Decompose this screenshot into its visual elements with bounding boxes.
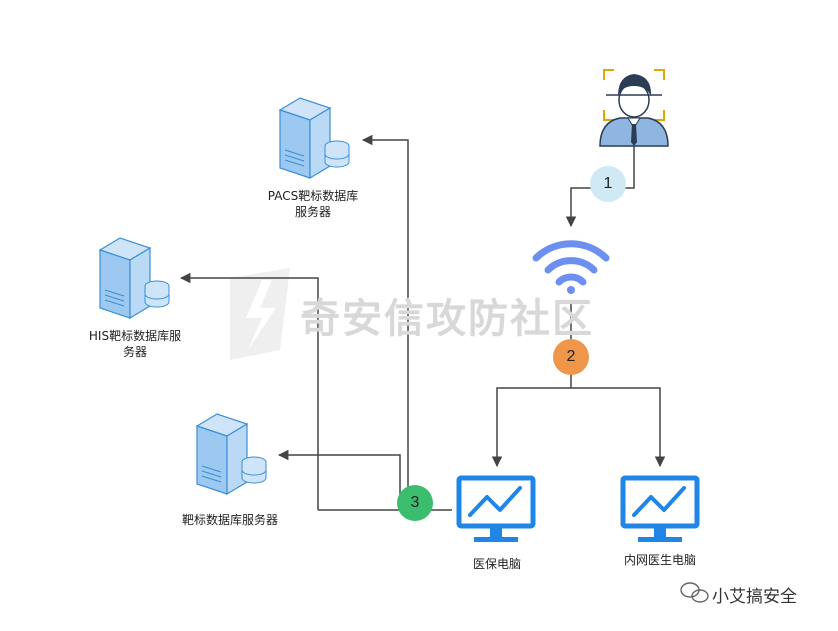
intranet-pc-monitor-icon: [620, 475, 700, 542]
step-badge-3: 3: [397, 485, 433, 521]
his-server-label: HIS靶标数据库服 务器: [70, 328, 200, 360]
medical-pc-monitor-icon: [456, 475, 536, 542]
pacs-server-icon: [278, 97, 350, 180]
target-server-icon: [195, 413, 267, 496]
pacs-server-label-line1: PACS靶标数据库: [267, 189, 359, 203]
arrow-to-target: [277, 449, 401, 510]
step-badge-1: 1: [590, 166, 626, 202]
pacs-server-label-line2: 服务器: [294, 205, 331, 219]
target-server-label-line1: 靶标数据库服务器: [181, 513, 278, 527]
wifi-icon: [532, 240, 610, 294]
his-server-label-line1: HIS靶标数据库服: [88, 329, 182, 343]
watermark-text: 奇安信攻防社区: [300, 296, 594, 342]
person-face-scan-icon: [599, 69, 669, 147]
target-server-label: 靶标数据库服务器: [160, 512, 300, 528]
intranet-pc-label: 内网医生电脑: [623, 553, 696, 567]
arrow-to-pacs: [361, 134, 409, 510]
arrow-to-his: [179, 272, 319, 510]
watermark-logo-icon: [230, 268, 290, 360]
his-server-icon: [98, 237, 170, 320]
his-server-label-line2: 务器: [122, 345, 147, 359]
wechat-logo-icon: [680, 582, 709, 603]
footer-account-name: 小艾搞安全: [712, 587, 797, 607]
pacs-server-label: PACS靶标数据库 服务器: [248, 188, 378, 220]
arrow-to-medical-pc: [491, 387, 571, 468]
medical-pc-label: 医保电脑: [472, 557, 521, 571]
arrow-to-intranet-pc: [571, 387, 666, 468]
step-badge-2: 2: [553, 339, 589, 375]
